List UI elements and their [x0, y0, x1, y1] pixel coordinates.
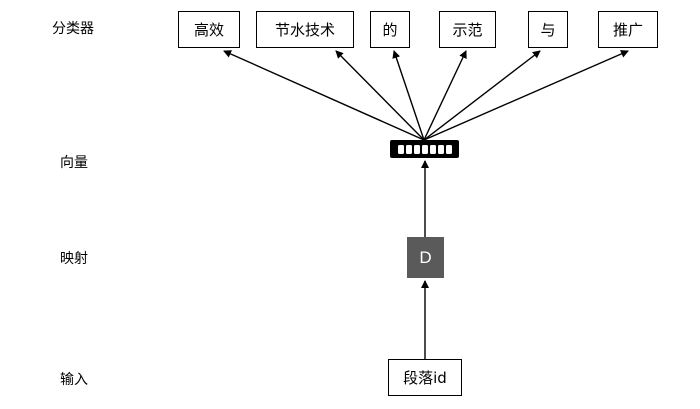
arrow-to-word-5 [423, 50, 541, 141]
arrow-to-word-4 [423, 50, 467, 141]
vector-cell [405, 144, 412, 154]
vector-cell [445, 144, 452, 154]
input-paragraph-box: 段落id [388, 359, 462, 396]
vector-cell [413, 144, 420, 154]
label-vector: 向量 [60, 155, 88, 171]
word-box-5: 与 [528, 11, 568, 48]
vector-block [390, 140, 459, 158]
label-mapping: 映射 [60, 251, 88, 267]
arrow-to-word-3 [392, 50, 425, 141]
vector-cell [429, 144, 436, 154]
arrow-to-word-1 [223, 50, 425, 141]
word-box-3: 的 [370, 11, 410, 48]
label-input: 输入 [60, 372, 88, 388]
label-classifier: 分类器 [52, 21, 94, 37]
vector-cell [437, 144, 444, 154]
word-box-2: 节水技术 [256, 11, 354, 48]
mapping-d-box: D [407, 237, 444, 278]
word-box-1: 高效 [178, 11, 240, 48]
arrow-to-word-2 [335, 50, 425, 141]
arrow-to-word-6 [423, 50, 629, 141]
word-box-4: 示范 [439, 11, 496, 48]
vector-cell [397, 144, 404, 154]
vector-cell [421, 144, 428, 154]
word-box-6: 推广 [598, 11, 658, 48]
